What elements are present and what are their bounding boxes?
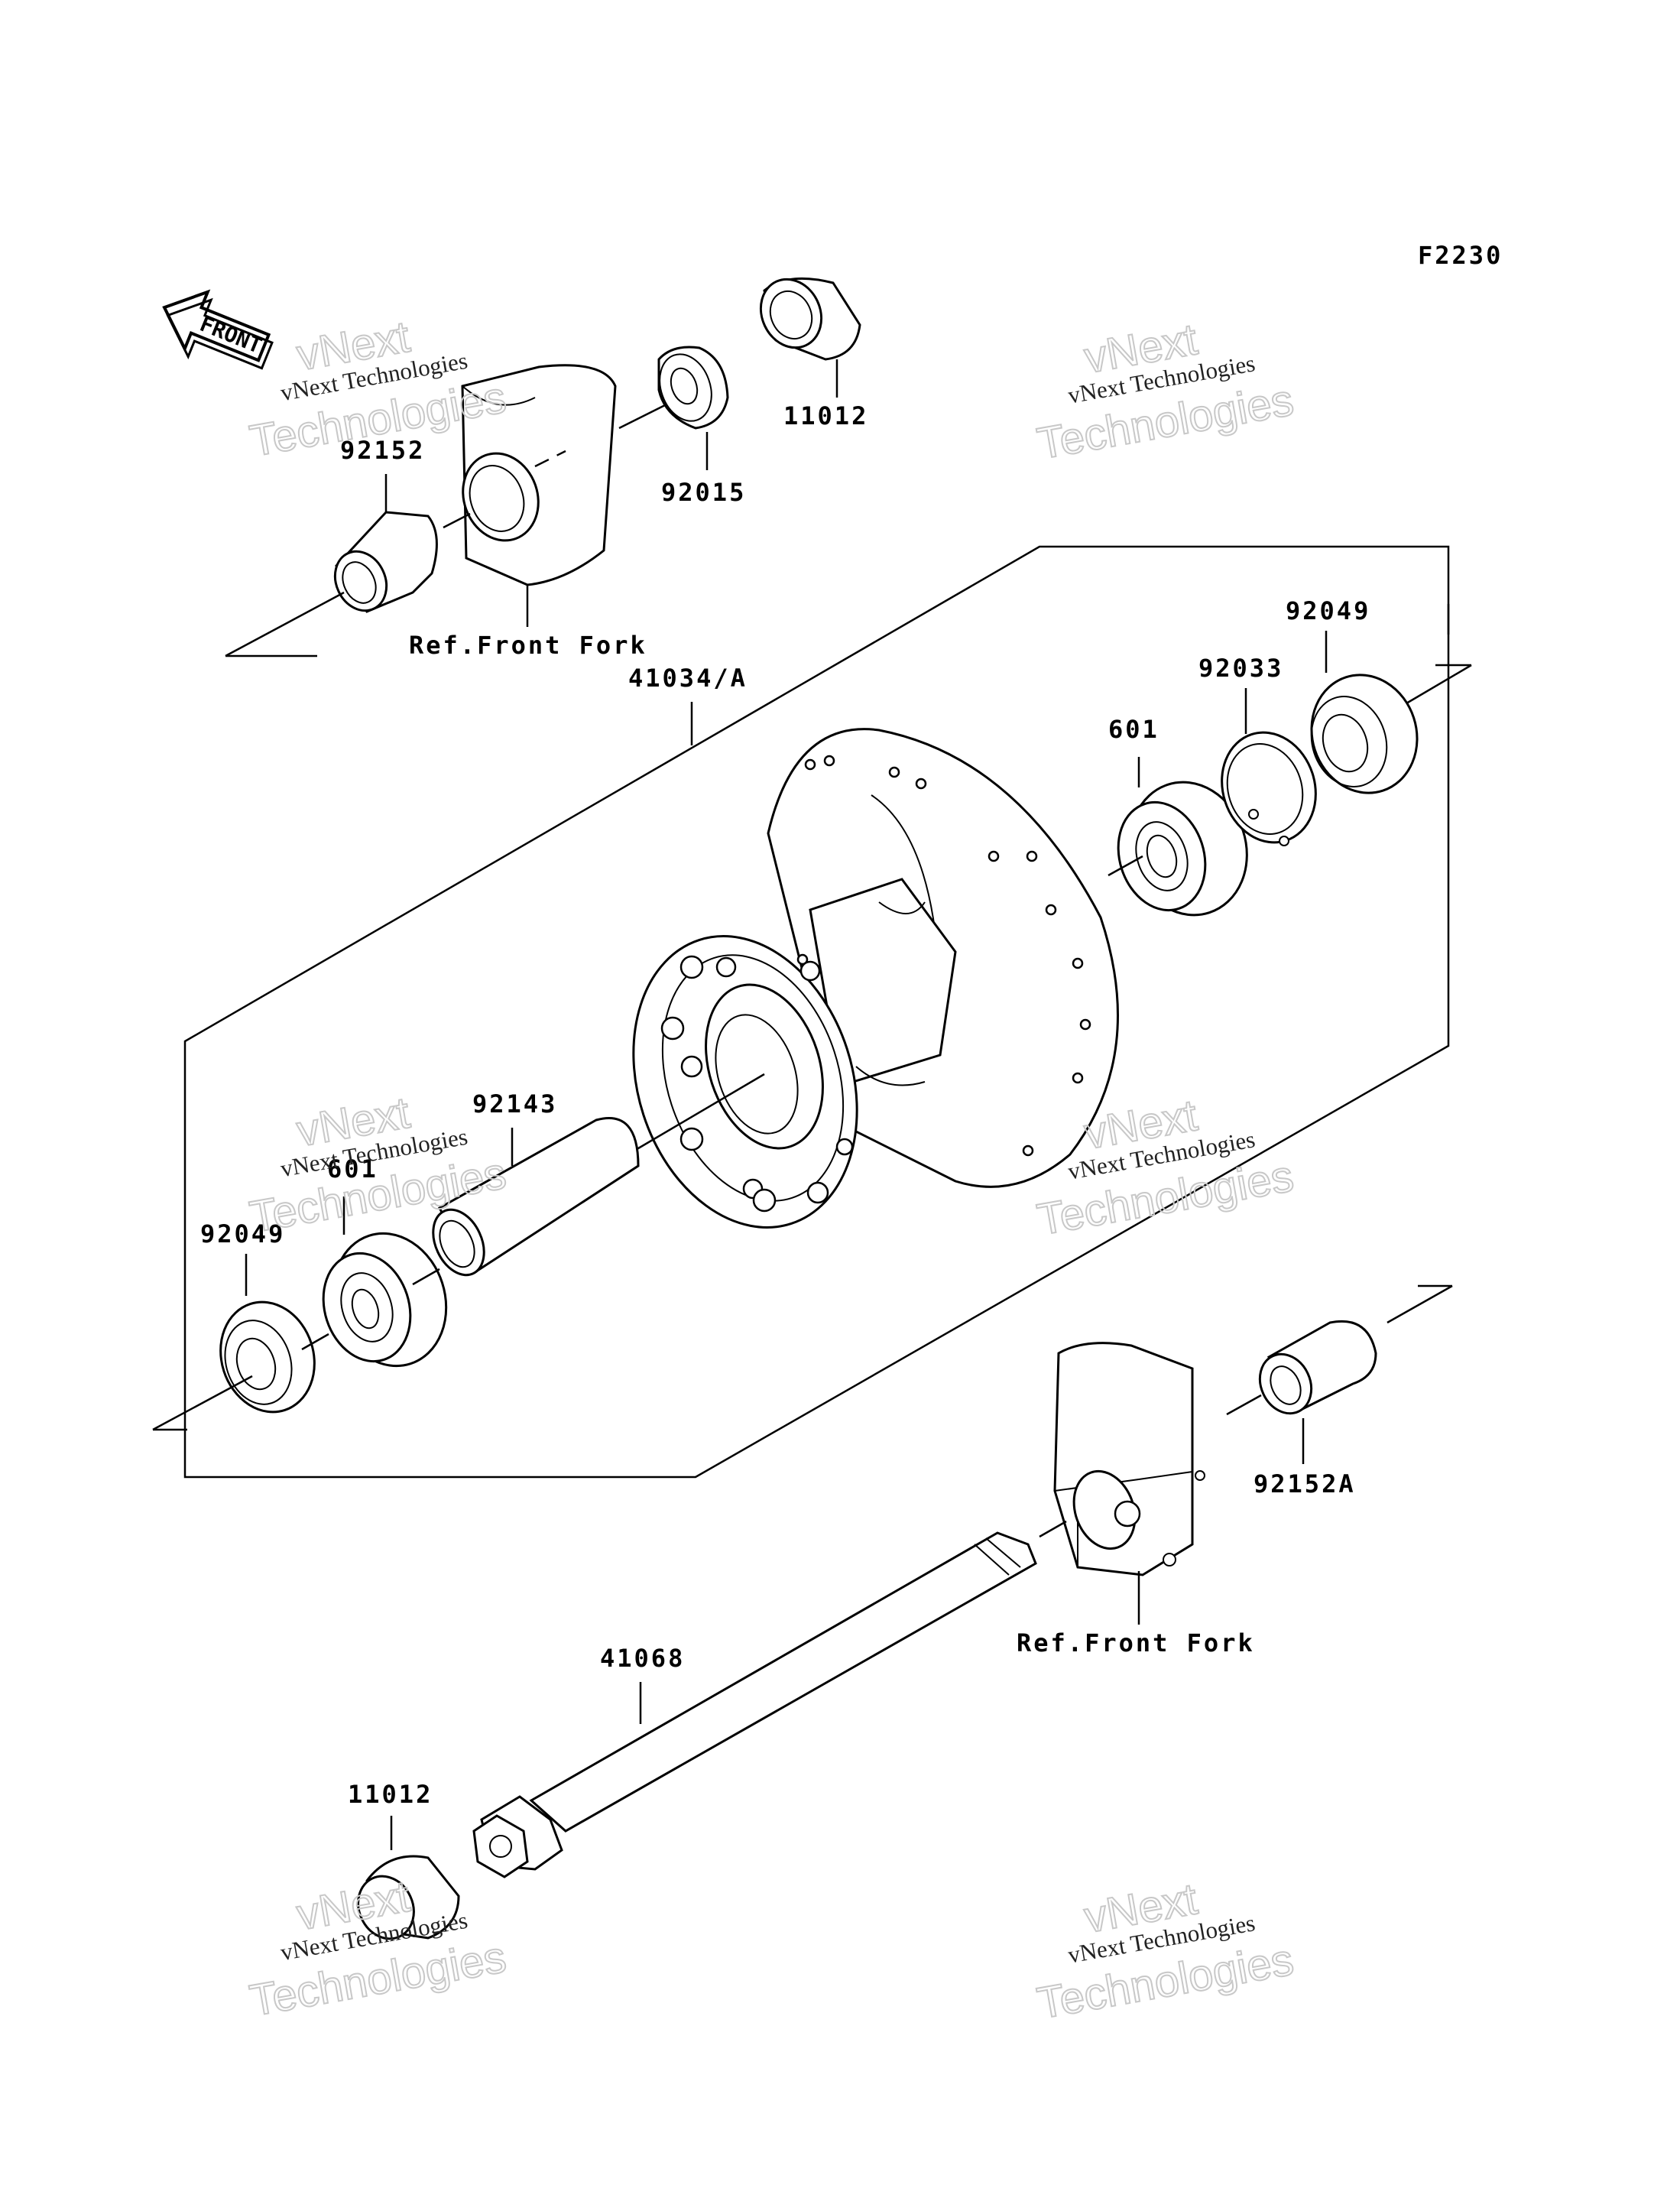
seal-92049-left	[219, 1300, 316, 1414]
label-ref-fork-top: Ref.Front Fork	[409, 631, 647, 660]
label-601-right: 601	[1108, 715, 1159, 744]
label-92152A: 92152A	[1254, 1469, 1356, 1498]
watermark-bottom-right: vNext vNext Technologies Technologies	[1033, 1873, 1298, 2029]
axle-41068	[472, 1531, 1037, 1878]
axle-cap-11012-bottom	[357, 1855, 460, 1940]
circlip-92033	[1221, 731, 1317, 846]
label-41068: 41068	[600, 1644, 685, 1673]
seal-92049-right	[1310, 674, 1419, 794]
label-92152-top: 92152	[340, 436, 425, 465]
watermark-mid-right: vNext vNext Technologies Technologies	[1033, 1089, 1298, 1245]
front-fork-top	[461, 364, 617, 586]
label-11012-bottom: 11012	[348, 1780, 433, 1809]
label-601-left: 601	[327, 1154, 378, 1183]
label-ref-fork-bottom: Ref.Front Fork	[1017, 1628, 1255, 1657]
label-11012-top: 11012	[783, 401, 868, 430]
label-hub-41034A: 41034/A	[628, 664, 748, 693]
assembly-boundary	[183, 545, 1450, 1479]
front-fork-bottom	[1053, 1342, 1205, 1576]
watermark-bottom-left: vNext vNext Technologies Technologies	[245, 1871, 511, 2027]
axle-cap-11012-top	[759, 277, 861, 361]
label-92033: 92033	[1198, 654, 1283, 683]
label-92143: 92143	[472, 1089, 557, 1118]
label-92015: 92015	[661, 478, 746, 507]
spacer-92143	[432, 1117, 640, 1277]
bearing-601-left	[322, 1232, 448, 1368]
label-92049-left: 92049	[200, 1219, 285, 1248]
diagram-code: F2230	[1418, 241, 1503, 270]
label-92049-right: 92049	[1286, 596, 1370, 625]
collar-92015	[657, 346, 729, 430]
wheel-hub	[632, 728, 1119, 1229]
collar-92152	[333, 511, 438, 613]
bearing-601-right	[1117, 781, 1248, 917]
collar-92152A	[1258, 1320, 1377, 1415]
watermark-top-right: vNext vNext Technologies Technologies	[1033, 313, 1298, 469]
watermark-top-left: vNext vNext Technologies Technologies	[245, 311, 511, 467]
front-arrow-icon: FRONT	[162, 289, 274, 370]
